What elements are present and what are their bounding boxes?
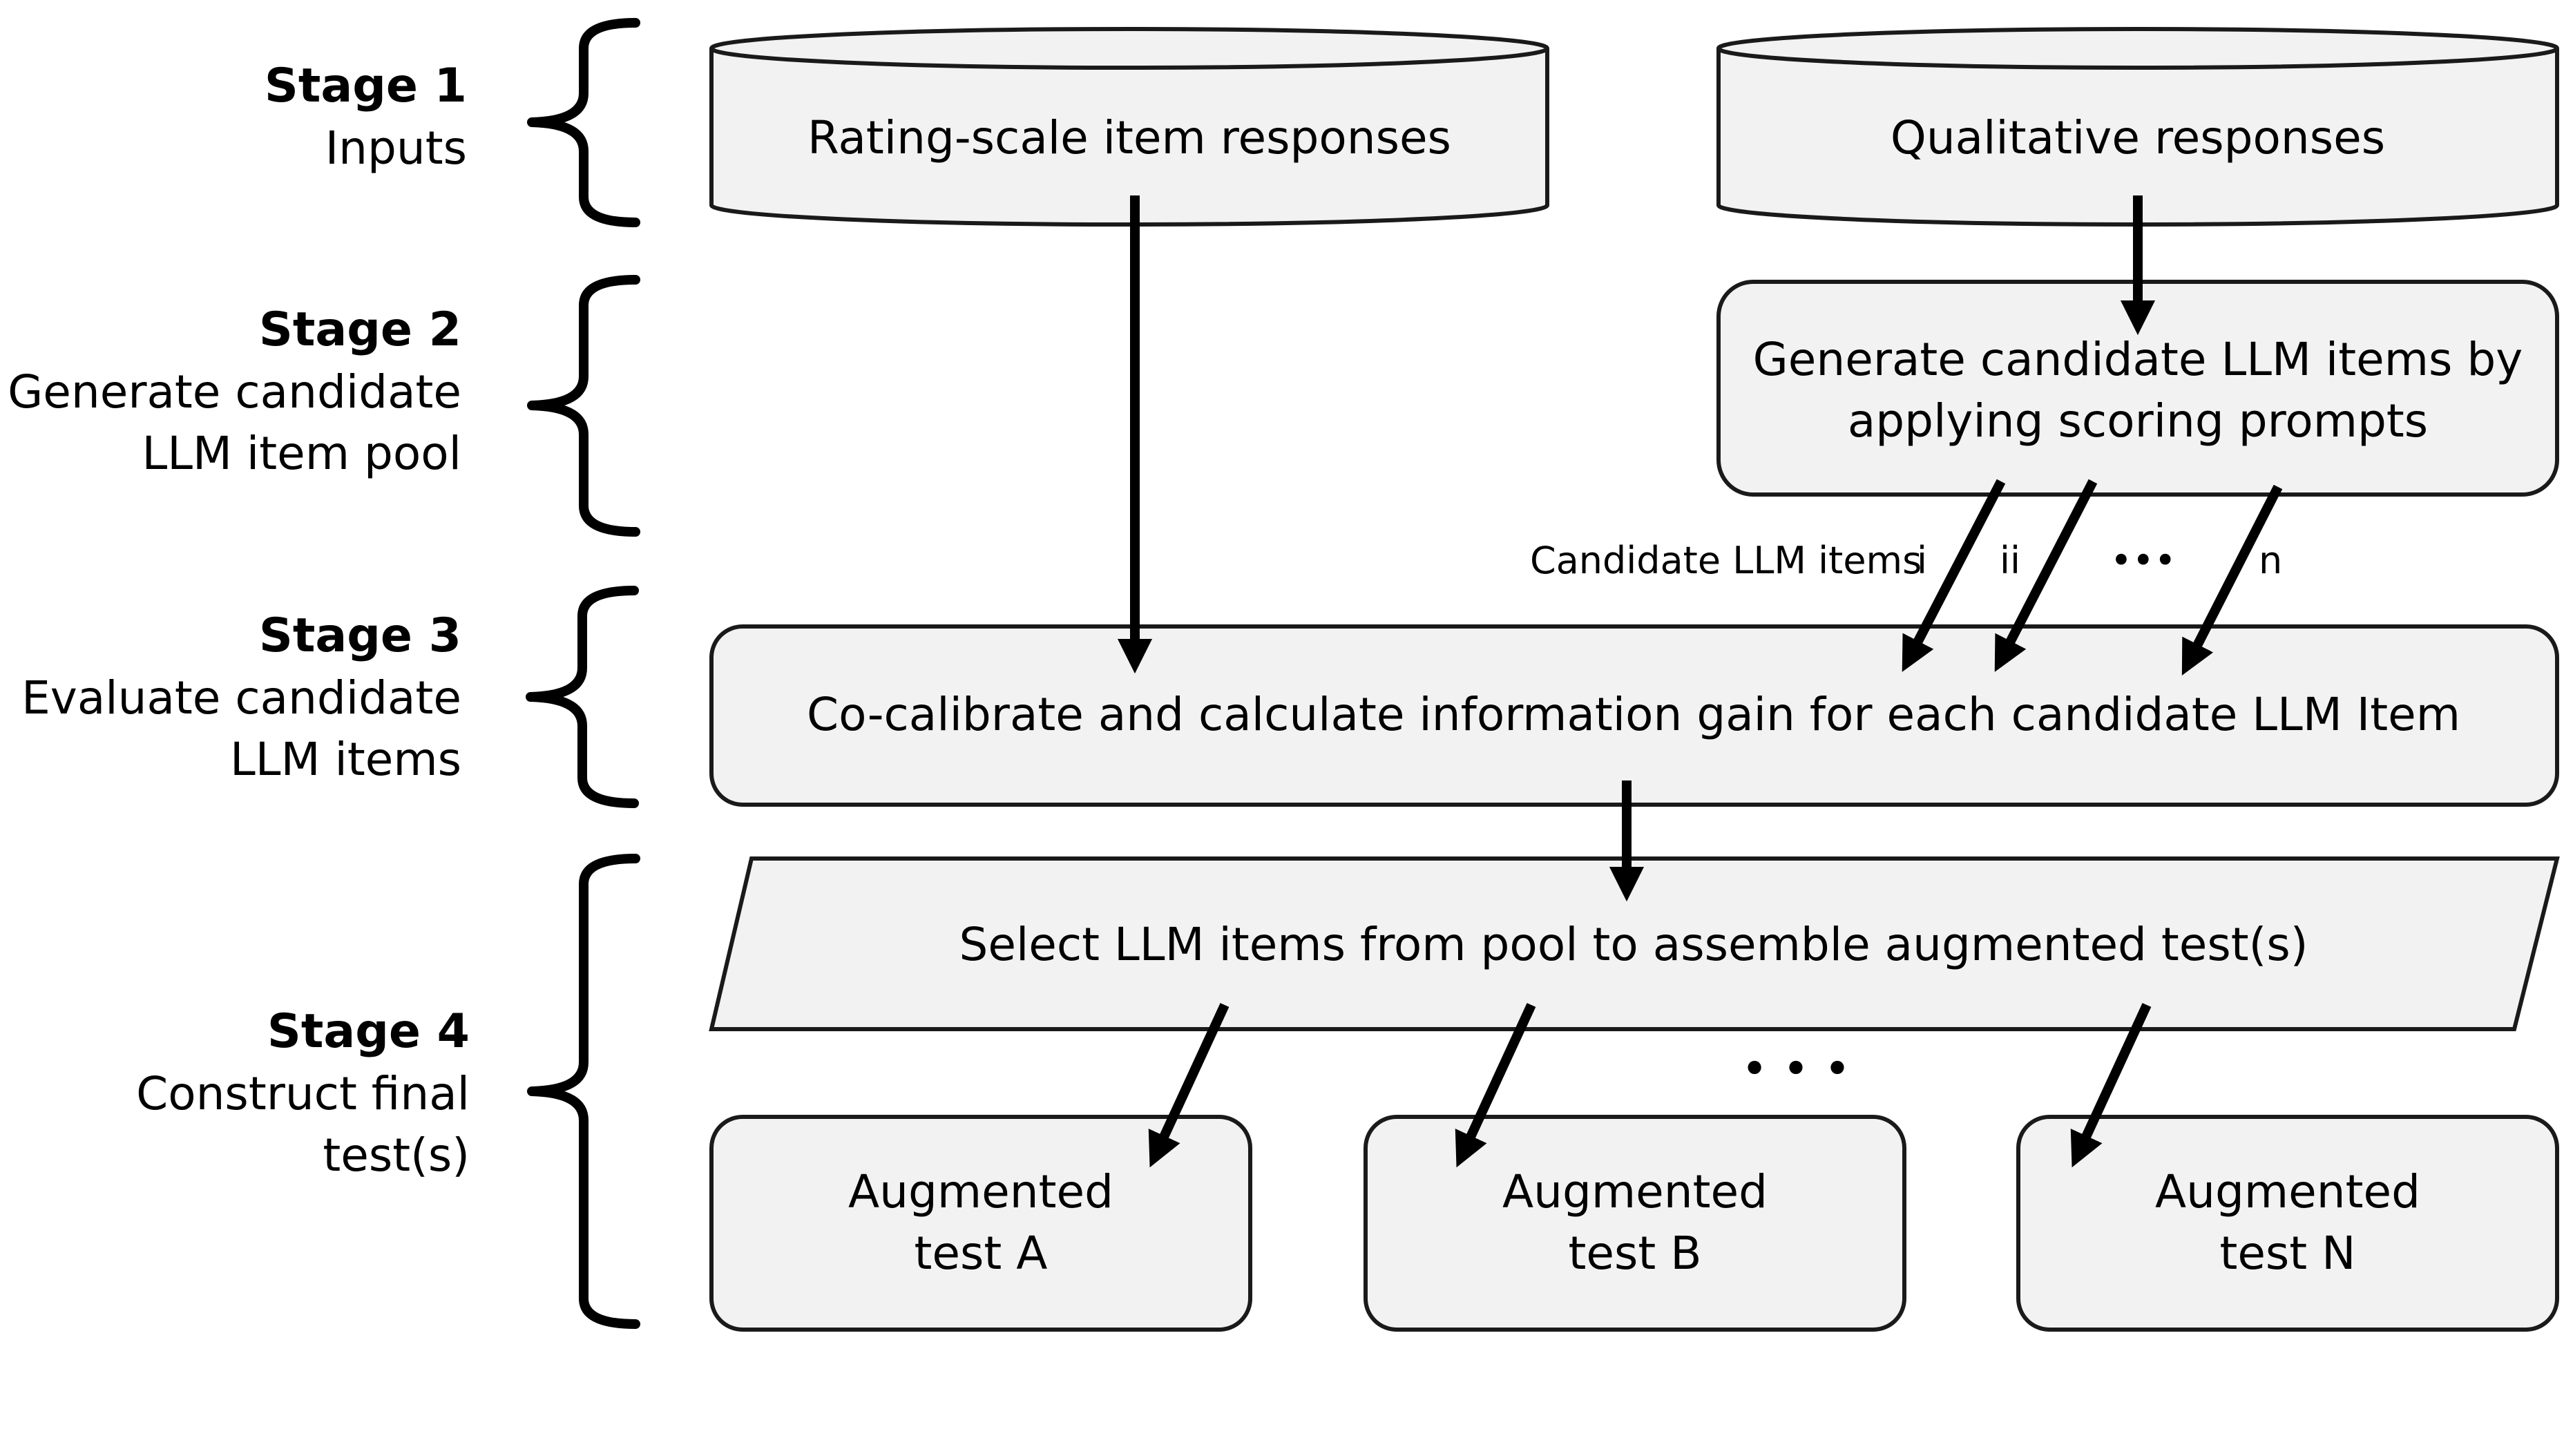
arrow-select-to-test-n	[2070, 1003, 2152, 1168]
co-calibrate-box-shape	[709, 624, 2559, 807]
stage-4-title: Stage 4	[267, 1004, 470, 1059]
generate-items-box: Generate candidate LLM items by applying…	[1716, 280, 2559, 497]
generate-line-1: Generate candidate LLM items by	[1753, 333, 2523, 386]
test-b-line-1: Augmented	[1502, 1165, 1768, 1218]
test-a-line-2: test A	[915, 1227, 1048, 1280]
rating-cylinder-top	[709, 47, 1549, 70]
candidate-label-n: n	[2259, 539, 2282, 582]
co-calibrate-box: Co-calibrate and calculate information g…	[709, 624, 2559, 807]
test-b-box	[1364, 1115, 1906, 1332]
candidate-label-i: i	[1917, 539, 1927, 582]
rating-scale-database: Rating-scale item responses	[709, 27, 1549, 227]
stage-1-title: Stage 1	[265, 59, 467, 113]
qualitative-database: Qualitative responses	[1716, 27, 2559, 227]
stage-3-brace	[526, 586, 639, 808]
tests-ellipsis: • • •	[1741, 1042, 1851, 1095]
test-b-line-2: test B	[1568, 1227, 1701, 1280]
stage-2-brace	[527, 275, 640, 537]
generate-line-2: applying scoring prompts	[1848, 394, 2428, 448]
rating-scale-label: Rating-scale item responses	[807, 111, 1451, 164]
stage-1-label: Stage 1 Inputs	[265, 59, 467, 175]
stage-1-brace	[527, 18, 640, 227]
arrow-candidate-ii	[1994, 479, 2098, 672]
arrow-candidate-i	[1902, 479, 2006, 672]
augmented-test-a: Augmented test A	[709, 1115, 1252, 1332]
arrow-candidate-n	[2181, 484, 2283, 676]
stage-2-label: Stage 2 Generate candidate LLM item pool	[8, 303, 461, 480]
augmented-test-b: Augmented test B	[1364, 1115, 1906, 1332]
rating-cylinder-body	[709, 27, 1549, 227]
candidate-items-label: Candidate LLM items	[1530, 539, 1922, 582]
qualitative-label: Qualitative responses	[1891, 111, 2385, 164]
arrow-select-to-test-a	[1148, 1003, 1230, 1168]
stage-1-line-1: Inputs	[325, 122, 467, 175]
stage-2-line-2: LLM item pool	[142, 427, 461, 480]
candidate-label-ii: ii	[2000, 539, 2020, 582]
stage-3-line-2: LLM items	[230, 733, 461, 786]
test-n-box	[2016, 1115, 2559, 1332]
stage-2-line-1: Generate candidate	[8, 365, 461, 419]
arrow-select-to-test-b	[1455, 1003, 1536, 1168]
augmented-test-n: Augmented test N	[2016, 1115, 2559, 1332]
test-a-box	[709, 1115, 1252, 1332]
co-calibrate-label: Co-calibrate and calculate information g…	[807, 688, 2460, 741]
test-n-line-2: test N	[2219, 1227, 2355, 1280]
stage-4-line-2: test(s)	[323, 1129, 470, 1182]
stage-3-line-1: Evaluate candidate	[21, 671, 461, 725]
test-n-line-1: Augmented	[2155, 1165, 2420, 1218]
stage-4-line-1: Construct final	[136, 1067, 470, 1120]
test-a-line-1: Augmented	[848, 1165, 1113, 1218]
stage-3-label: Stage 3 Evaluate candidate LLM items	[21, 609, 461, 786]
stage-2-title: Stage 2	[259, 303, 461, 357]
stage-4-label: Stage 4 Construct final test(s)	[136, 1004, 470, 1182]
candidate-ellipsis: •••	[2110, 539, 2176, 582]
stage-3-title: Stage 3	[259, 609, 461, 663]
qualitative-cylinder-top	[1716, 47, 2559, 70]
qualitative-cylinder-body	[1716, 27, 2559, 227]
select-label: Select LLM items from pool to assemble a…	[959, 918, 2308, 971]
stage-4-brace	[527, 854, 640, 1329]
select-items-box: Select LLM items from pool to assemble a…	[709, 856, 2560, 1031]
select-parallelogram	[709, 856, 2560, 1031]
